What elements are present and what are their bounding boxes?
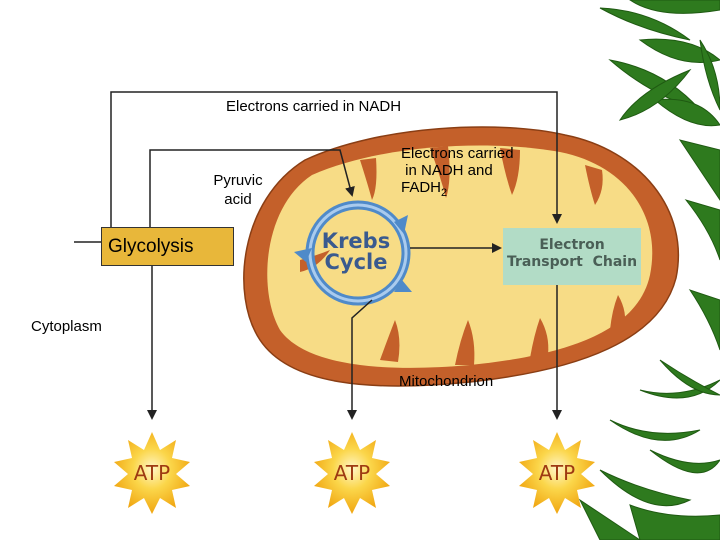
nadh-fadh-line-2: in NADH and (401, 162, 493, 179)
etc-line-2: Transport Chain (506, 254, 638, 270)
glycolysis-box: Glycolysis (101, 227, 234, 266)
krebs-atp-arrow (347, 299, 373, 420)
fadh-subscript: 2 (441, 187, 448, 199)
atp-star-3 (519, 432, 595, 514)
electron-transport-chain-label: Electron Transport Chain (503, 237, 641, 271)
atp-star-2 (314, 432, 390, 514)
etc-line-1: Electron (539, 237, 605, 253)
electron-transport-chain-box (503, 228, 641, 285)
pyruvic-arrow (149, 149, 355, 227)
pyruvic-line-1: Pyruvic (213, 172, 263, 189)
krebs-line-2: Cycle (324, 250, 388, 274)
nadh-label: Electrons carried in NADH (226, 98, 402, 115)
krebs-line-1: Krebs (321, 229, 391, 253)
fadh-text: FADH (401, 179, 442, 196)
atp-star-1 (114, 432, 190, 514)
pathway-arrows (74, 91, 562, 420)
pyruvic-line-2: acid (224, 191, 252, 208)
nadh-fadh-line-3: FADH2 (401, 179, 514, 202)
nadh-arrow (110, 91, 562, 227)
cytoplasm-label: Cytoplasm (31, 318, 102, 335)
nadh-fadh-label: Electrons carried in NADH and FADH2 (401, 145, 514, 202)
atp-label-3: ATP (538, 461, 576, 485)
krebs-cycle-ring (294, 200, 412, 306)
atp-label-1: ATP (133, 461, 171, 485)
mitochondrion-label: Mitochondrion (399, 373, 494, 390)
nadh-fadh-line-1: Electrons carried (401, 145, 514, 162)
krebs-cycle-label: Krebs Cycle (306, 231, 406, 273)
leaf-decoration (578, 0, 720, 540)
atp-label-2: ATP (333, 461, 371, 485)
pyruvic-acid-label: Pyruvic acid (203, 172, 273, 208)
